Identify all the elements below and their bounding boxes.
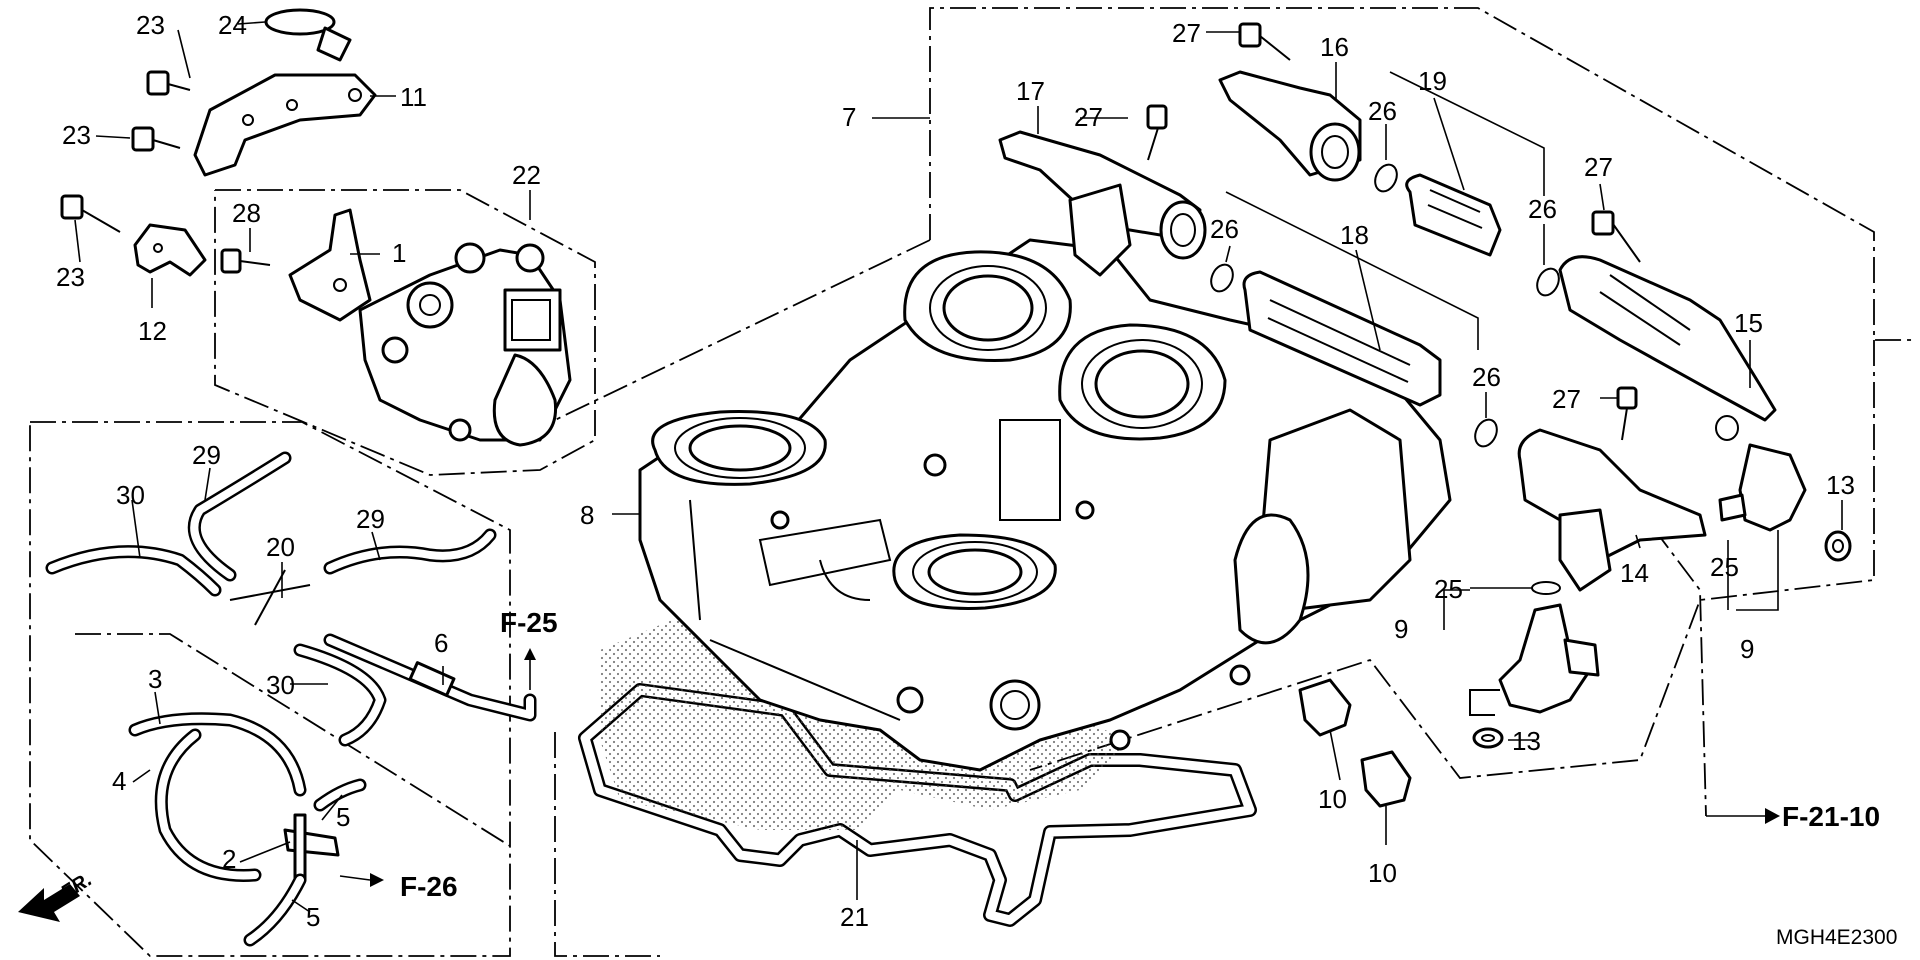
callout-29: 29 [356,504,385,534]
bolt-23-part [60,70,191,233]
callout-21: 21 [840,902,869,932]
callout-10: 10 [1318,784,1347,814]
callout-9: 9 [1394,614,1408,644]
hose-4-part [154,728,262,882]
callout-27: 27 [1552,384,1581,414]
injector-9a-part [1469,603,1600,716]
clamp-24-part [264,8,352,62]
o-rings-26 [1210,163,1560,448]
callout-25: 25 [1710,552,1739,582]
sensor-bracket-part [288,208,372,322]
fuel-pipe-16-part [1218,70,1362,182]
injector-rail-boundary [929,7,1912,341]
callout-25: 25 [1434,574,1463,604]
diagram-code: MGH4E2300 [1776,926,1897,949]
callout-23: 23 [62,120,91,150]
joint-2-part [283,813,340,882]
callout-10: 10 [1368,858,1397,888]
hose-6-part [323,633,537,722]
leader-lines [74,21,1843,913]
callout-20: 20 [266,532,295,562]
callout-27: 27 [1584,152,1613,182]
ref-f2110: F-21-10 [1782,801,1880,832]
hose-29a-part [187,451,292,582]
callout-1: 1 [392,238,406,268]
callout-3: 3 [148,664,162,694]
callout-5: 5 [336,802,350,832]
bracket-11-part [193,73,377,177]
callout-26: 26 [1368,96,1397,126]
callout-17: 17 [1016,76,1045,106]
callout-27: 27 [1172,18,1201,48]
joint-18-part [1242,270,1442,407]
ref-f25: F-25 [500,607,558,638]
callout-24: 24 [218,10,247,40]
callout-13: 13 [1512,726,1541,756]
callout-9: 9 [1740,634,1754,664]
callout-8: 8 [580,500,594,530]
front-arrow-icon [18,884,80,922]
figure-references: F-25 F-26 F-21-10 [400,607,1880,902]
callout-6: 6 [434,628,448,658]
fuel-pipe-17-part [998,130,1207,277]
callout-15: 15 [1734,308,1763,338]
callout-14: 14 [1620,558,1649,588]
callout-28: 28 [232,198,261,228]
fuel-pipe-14-part [1517,428,1707,592]
joint-20-part [229,569,311,626]
callout-23: 23 [56,262,85,292]
fuel-pipe-15-part [1558,255,1777,422]
callouts: 23 24 11 23 23 12 28 1 22 7 17 27 27 16 … [56,10,1855,932]
injector-9b-part [1718,443,1807,532]
callout-29: 29 [192,440,221,470]
callout-27: 27 [1074,102,1103,132]
hose-30b-part [293,643,387,747]
screw-28-part [220,248,271,274]
seals-13 [1472,530,1852,749]
callout-12: 12 [138,316,167,346]
callout-7: 7 [842,102,856,132]
throttle-sensor-part [358,242,572,447]
callout-2: 2 [222,844,236,874]
callout-4: 4 [112,766,126,796]
sensor-group-boundary [214,189,596,476]
callout-16: 16 [1320,32,1349,62]
hose-5-part [243,778,367,947]
group-boundaries [29,7,1912,957]
callout-30: 30 [116,480,145,510]
callout-5: 5 [306,902,320,932]
callout-13: 13 [1826,470,1855,500]
callout-30: 30 [266,670,295,700]
callout-19: 19 [1418,66,1447,96]
ref-f26: F-26 [400,871,458,902]
bracket-12-part [133,223,207,277]
callout-26: 26 [1472,362,1501,392]
callout-18: 18 [1340,220,1369,250]
callout-23: 23 [136,10,165,40]
joint-19-part [1405,173,1502,257]
hose-29b-part [323,528,497,575]
clips-10 [1298,678,1412,808]
hose-30-part [45,545,222,597]
bolts-27 [1146,22,1641,441]
callout-26: 26 [1210,214,1239,244]
callout-22: 22 [512,160,541,190]
callout-11: 11 [400,82,427,112]
callout-26: 26 [1528,194,1557,224]
throttle-body-assembly [638,238,1452,772]
